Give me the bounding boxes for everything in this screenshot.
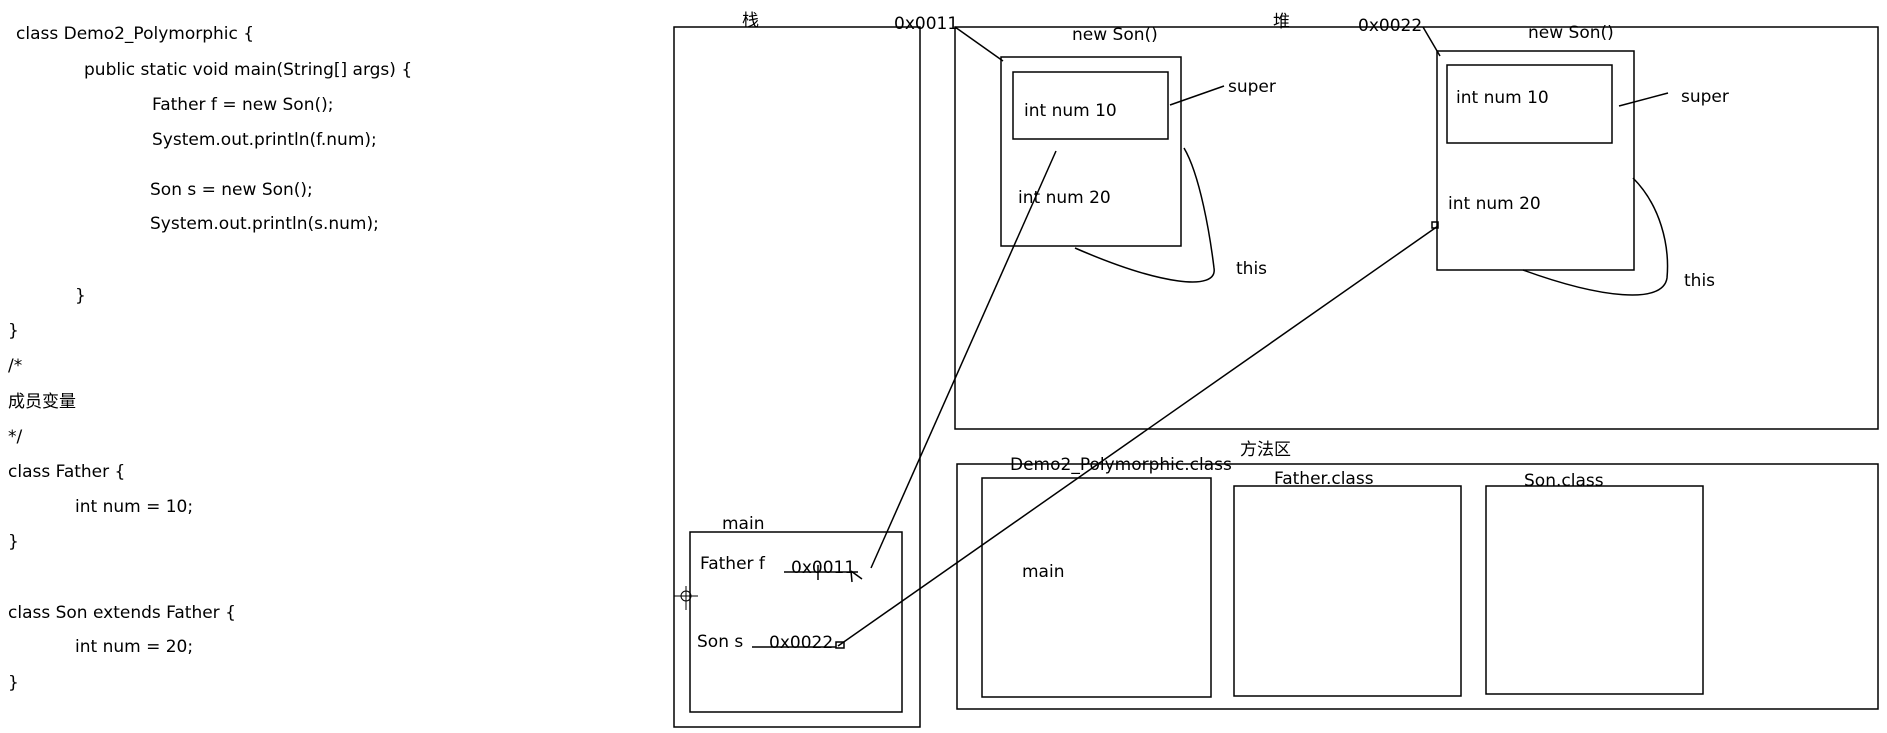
heap-label: 堆 <box>1273 12 1290 32</box>
code-line: class Father { <box>8 462 126 482</box>
class-name-father: Father.class <box>1274 469 1374 489</box>
code-line: } <box>8 532 19 552</box>
address-tick-2 <box>1422 26 1441 57</box>
code-line: /* <box>8 356 23 376</box>
method-area-region <box>956 463 1879 710</box>
class-demo2-main: main <box>1022 562 1064 582</box>
code-line: 成员变量 <box>8 392 76 412</box>
heap-object-2-super-box <box>1446 64 1613 144</box>
heap-object-2 <box>1436 50 1635 271</box>
code-line: class Son extends Father { <box>8 603 236 623</box>
heap-object-1-super-label: super <box>1228 77 1276 97</box>
code-line: System.out.println(f.num); <box>152 130 377 150</box>
stack-label: 栈 <box>742 11 759 31</box>
code-line: Father f = new Son(); <box>152 95 334 115</box>
heap-object-1-title: new Son() <box>1072 25 1158 45</box>
heap-object-1 <box>1000 56 1182 247</box>
code-line: public static void main(String[] args) { <box>84 60 413 80</box>
code-line: */ <box>8 427 23 447</box>
this-loop-1 <box>1074 147 1215 283</box>
pointer-s-line <box>837 225 1439 647</box>
stack-region <box>673 26 921 728</box>
heap-object-2-title: new Son() <box>1528 23 1614 43</box>
pointer-s-start <box>835 641 845 649</box>
heap-object-1-super-box <box>1012 71 1169 140</box>
pointer-s-anchor <box>1431 221 1439 229</box>
code-line: int num = 10; <box>75 497 194 517</box>
heap-object-2-this-label: this <box>1684 271 1715 291</box>
code-line: } <box>75 286 86 306</box>
var-f-name: Father f <box>700 554 766 574</box>
super-arrow-1 <box>1169 85 1225 106</box>
code-line: class Demo2_Polymorphic { <box>16 24 255 44</box>
class-box-son <box>1485 485 1704 695</box>
heap-object-1-super-field: int num 10 <box>1024 101 1117 121</box>
super-arrow-2 <box>1618 92 1669 107</box>
heap-object-1-address: 0x0011 <box>894 14 958 34</box>
class-box-father <box>1233 485 1462 697</box>
var-f-underline <box>784 565 858 580</box>
class-name-demo2: Demo2_Polymorphic.class <box>1010 455 1232 475</box>
heap-region <box>954 26 1879 430</box>
code-line: Son s = new Son(); <box>150 180 313 200</box>
cursor-arrow-icon <box>850 570 863 583</box>
crosshair-cursor-icon <box>674 586 698 610</box>
class-name-son: Son.class <box>1524 471 1604 491</box>
class-box-demo2 <box>981 477 1212 698</box>
heap-object-1-this-field: int num 20 <box>1018 188 1111 208</box>
method-area-label: 方法区 <box>1240 440 1291 460</box>
code-line: System.out.println(s.num); <box>150 214 379 234</box>
code-line: } <box>8 321 19 341</box>
heap-object-2-address: 0x0022 <box>1358 16 1422 36</box>
heap-object-1-this-label: this <box>1236 259 1267 279</box>
this-loop-2 <box>1522 177 1669 296</box>
pointer-f-line <box>870 150 1057 569</box>
var-s-name: Son s <box>697 632 743 652</box>
heap-object-2-super-field: int num 10 <box>1456 88 1549 108</box>
code-line: int num = 20; <box>75 637 194 657</box>
code-pane: class Demo2_Polymorphic { public static … <box>0 0 640 733</box>
main-frame <box>689 531 903 713</box>
address-tick-1 <box>954 26 1004 62</box>
var-s-value: 0x0022 <box>769 633 833 653</box>
heap-object-2-super-label: super <box>1681 87 1729 107</box>
var-f-value: 0x0011 <box>791 558 855 578</box>
heap-object-2-this-field: int num 20 <box>1448 194 1541 214</box>
code-line: } <box>8 673 19 693</box>
main-frame-label: main <box>722 514 764 534</box>
